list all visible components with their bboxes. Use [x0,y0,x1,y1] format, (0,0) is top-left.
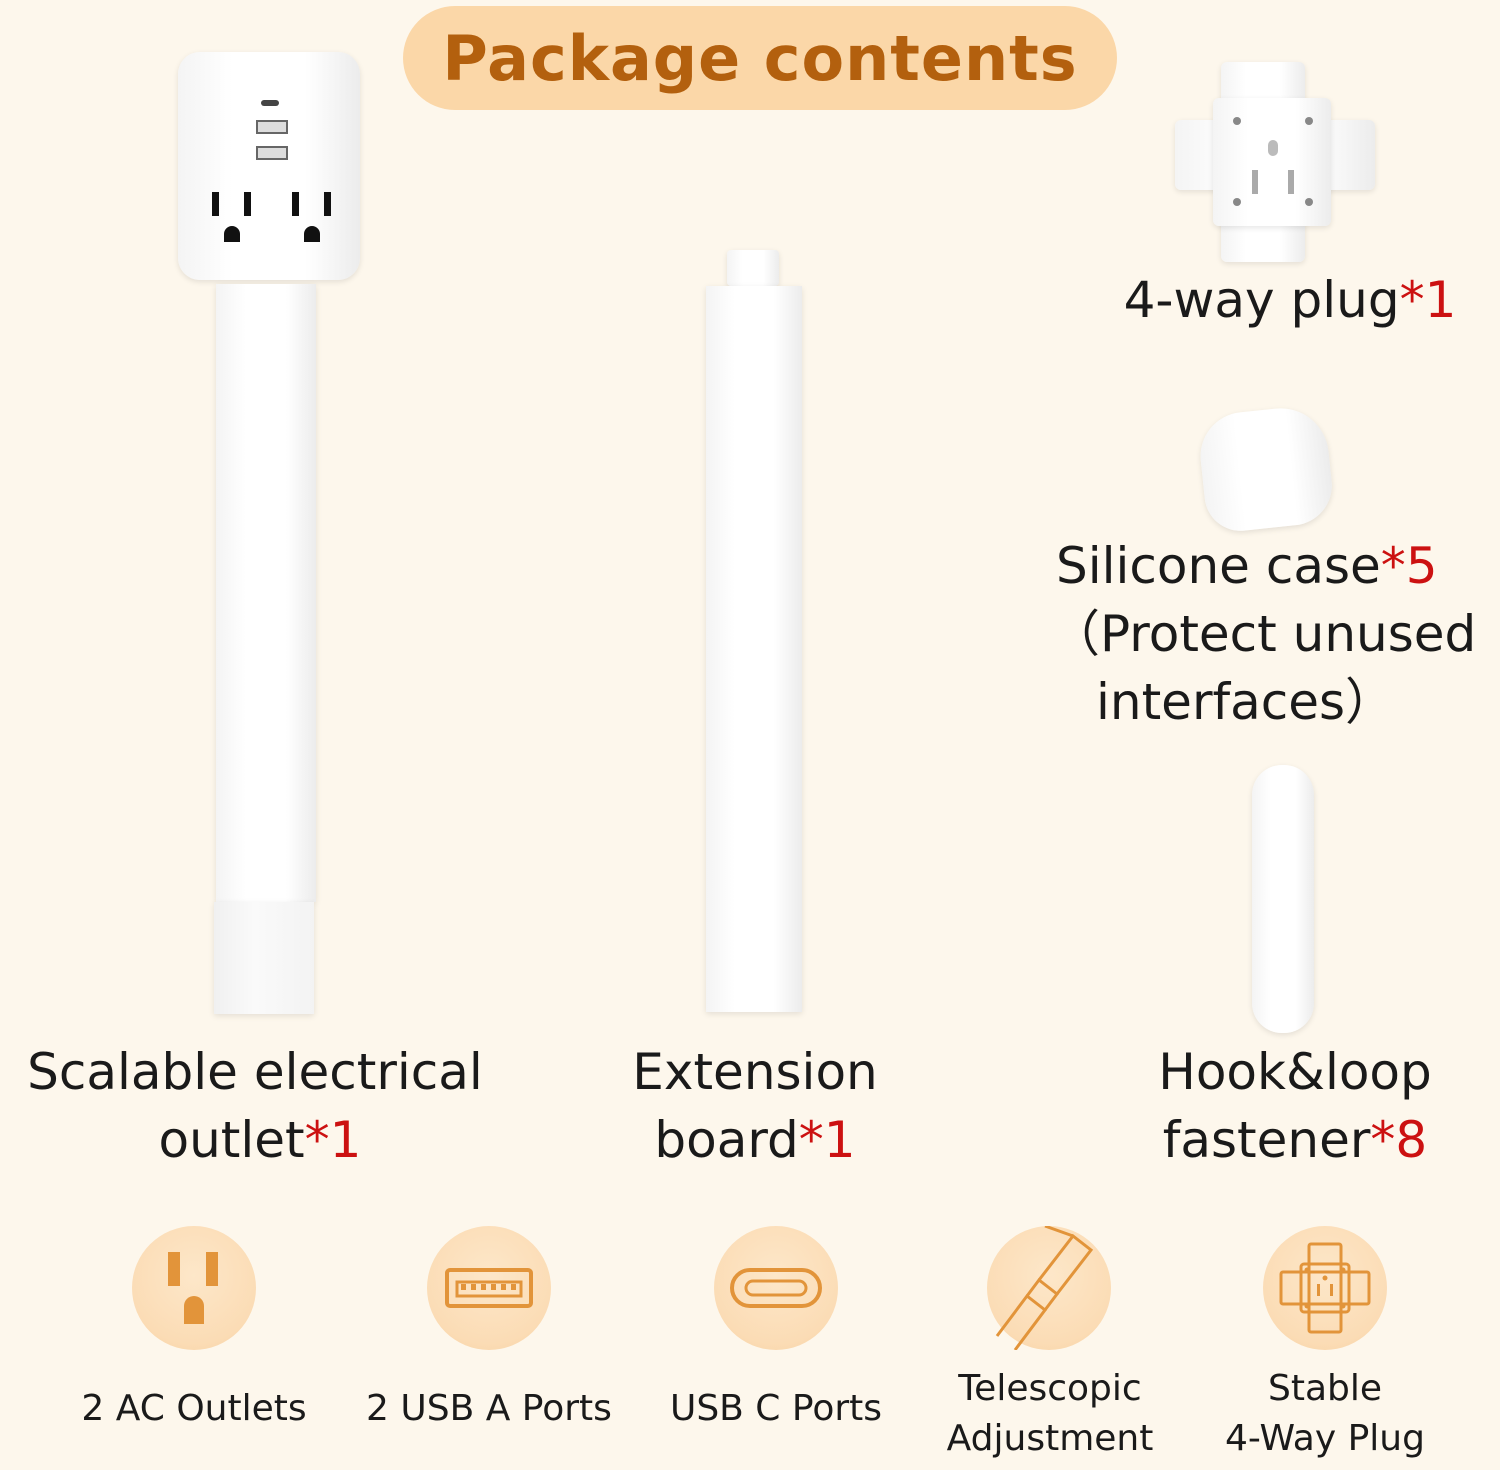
feature-four-way-plug [1263,1226,1387,1350]
outlet-tower-image [170,48,370,1018]
telescopic-icon [995,1224,1094,1351]
caption-text: fastener [1162,1111,1371,1169]
ac-outlet-icon [168,1252,218,1324]
four-way-plug-image [1175,62,1377,262]
feature-ac-outlets [132,1226,256,1350]
label-line: 4-Way Plug [1225,1418,1425,1459]
usb-a-port [256,146,288,160]
feature-label: 2 AC Outlets [81,1388,307,1429]
feature-label: 2 USB A Ports [366,1388,612,1429]
caption-text: board [654,1111,799,1169]
outlet-head [178,52,360,280]
quantity-label: *1 [304,1111,362,1169]
label-line: Adjustment [946,1418,1154,1459]
extension-caption: Extension board*1 [560,1038,950,1174]
caption-line: Hook&loop [1158,1043,1432,1101]
caption-line: Silicone case*5 [1040,532,1500,600]
caption-line: board*1 [560,1106,950,1174]
four-way-plug-caption: 4-way plug*1 [1090,266,1490,334]
label-line: Stable [1267,1368,1383,1409]
feature-telescopic [987,1224,1111,1351]
silicone-case-caption: Silicone case*5 （Protect unused interfac… [1040,532,1500,736]
feature-label: Telescopic Adjustment [920,1364,1180,1464]
title-banner: Package contents [403,6,1117,110]
extension-board-image [700,250,810,1020]
extension-body [706,286,802,1012]
quantity-label: *5 [1380,537,1438,595]
caption-line: outlet*1 [0,1106,510,1174]
caption-line: Extension [632,1043,878,1101]
four-way-plug-icon [1279,1242,1371,1334]
usb-c-port [261,100,279,106]
extension-connector [727,250,779,286]
usb-a-port [256,120,288,134]
caption-line: Scalable electrical [27,1043,483,1101]
feature-usb-a [427,1226,551,1350]
outlet-tower-base [214,902,314,1014]
caption-line: fastener*8 [1100,1106,1490,1174]
page-title: Package contents [442,21,1078,95]
caption-line: interfaces） [1096,673,1396,731]
outlet-caption: Scalable electrical outlet*1 [0,1038,510,1174]
caption-text: Silicone case [1056,537,1381,595]
usb-c-icon [730,1268,822,1308]
feature-usb-c [714,1226,838,1350]
quantity-label: *8 [1370,1111,1428,1169]
label-line: Telescopic [958,1368,1142,1409]
hook-loop-fastener-image [1252,765,1314,1033]
caption-text: outlet [158,1111,305,1169]
caption-line: （Protect unused [1050,605,1477,663]
feature-label: USB C Ports [669,1388,883,1429]
quantity-label: *1 [798,1111,856,1169]
outlet-tower-body [216,284,316,902]
fastener-caption: Hook&loop fastener*8 [1100,1038,1490,1174]
ac-socket [292,192,336,246]
ac-socket [212,192,256,246]
silicone-case-image [1196,403,1336,535]
caption-text: 4-way plug [1123,271,1400,329]
feature-label: Stable 4-Way Plug [1190,1364,1460,1464]
usb-a-icon [445,1268,533,1308]
quantity-label: *1 [1399,271,1457,329]
